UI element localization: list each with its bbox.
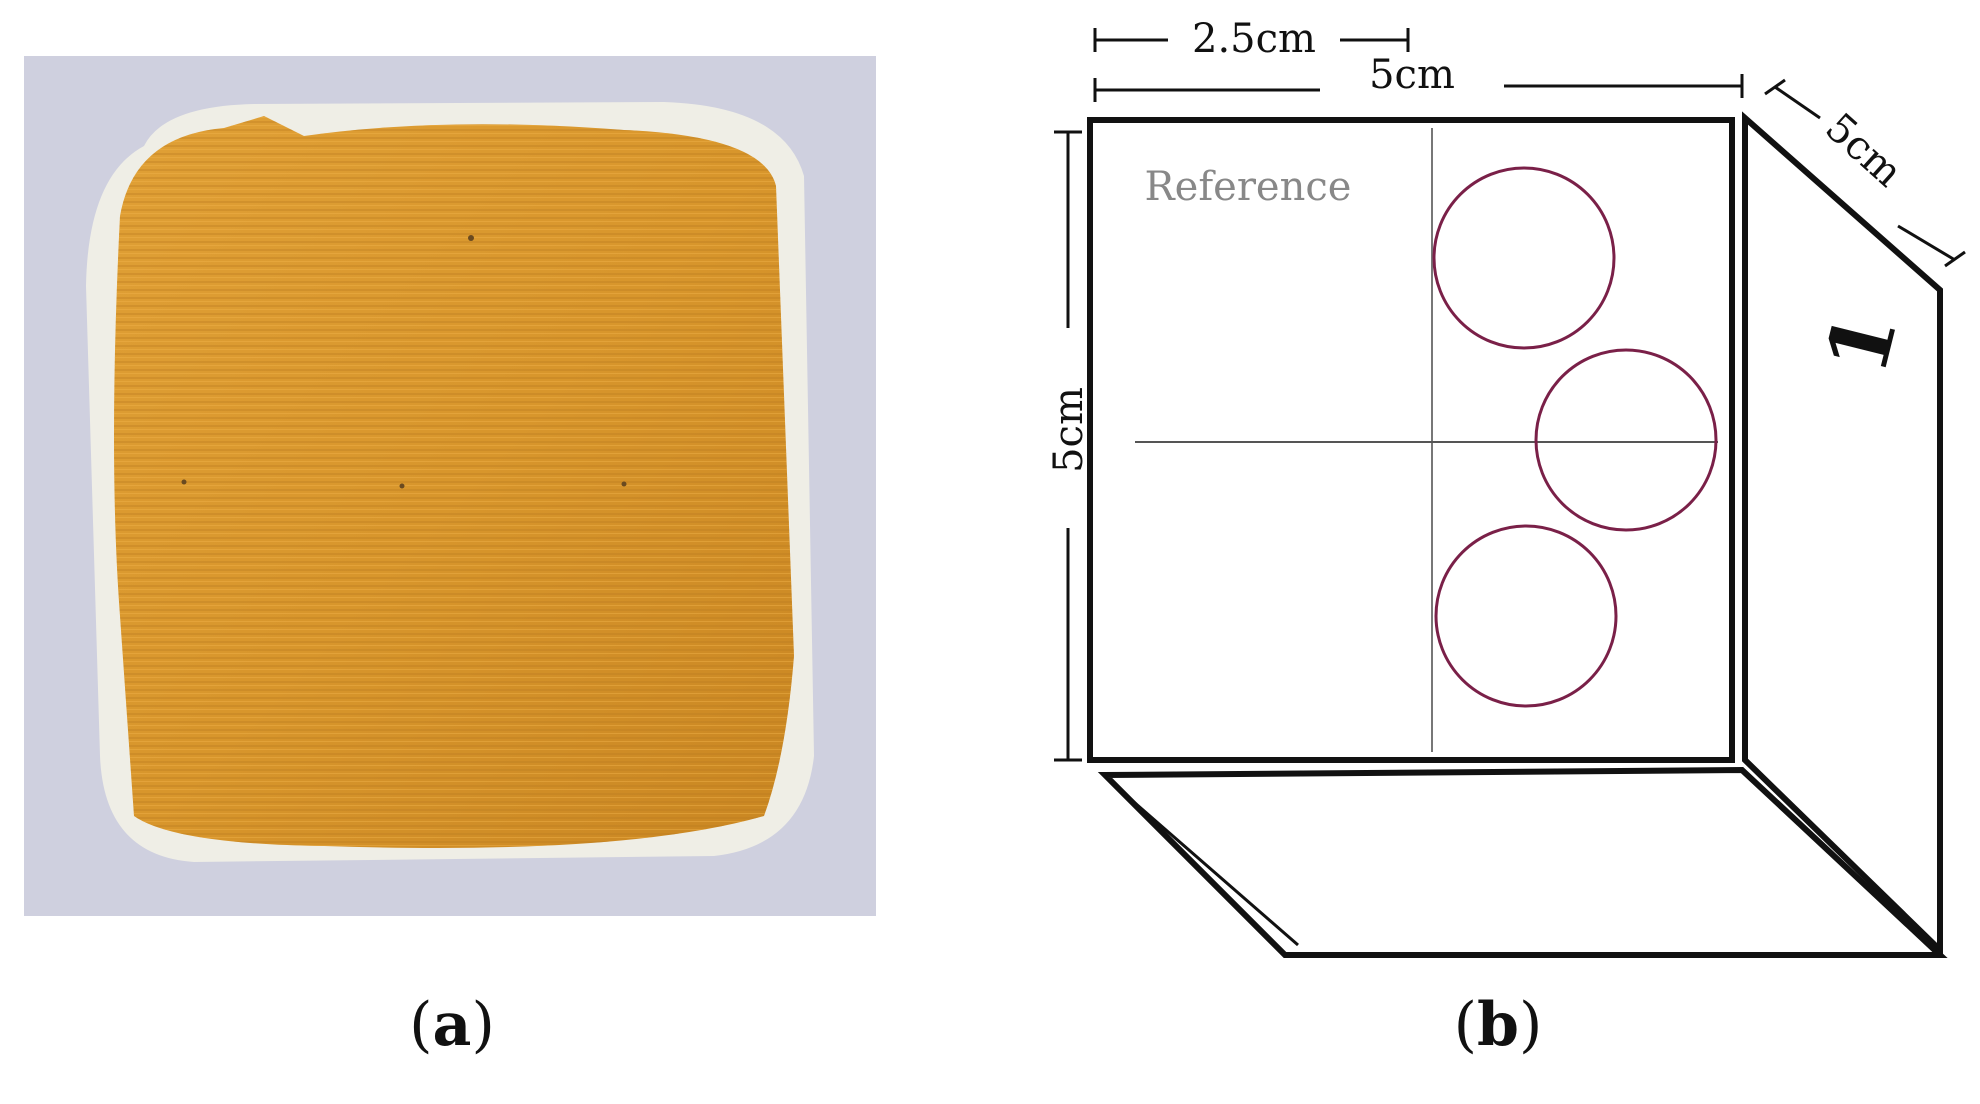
surface-speck [181,479,187,485]
dim-line-half-width [1093,28,1410,52]
surface-speck [399,483,405,489]
dim-label-depth: 5cm [1816,105,1911,197]
caption-b: (b) [1398,990,1598,1060]
dim-line-width [1093,74,1744,102]
caption-b-letter: b [1477,990,1519,1060]
surface-speck [468,235,474,241]
dim-label-height: 5cm [1046,387,1092,473]
dim-line-height [1054,130,1082,762]
specimen-photo [24,56,876,916]
surface-speck [621,481,627,487]
measurement-circle-middle [1534,348,1718,532]
cube-schematic-svg: 2.5cm 5cm 5cm 5cm Refere [1046,16,1966,958]
cube-bottom-edge [1119,788,1299,947]
measurement-circle-bottom [1434,524,1618,708]
dim-line-depth [1764,78,1966,268]
measurement-circle-top [1432,166,1616,350]
dim-label-half-width: 2.5cm [1192,16,1316,62]
coating-texture [114,116,794,848]
dim-label-width: 5cm [1369,52,1455,98]
caption-a-close: ) [471,990,495,1060]
reference-label: Reference [1145,164,1352,210]
caption-a-open: ( [409,990,433,1060]
caption-b-close: ) [1518,990,1543,1060]
cube-front-face [1087,117,1735,763]
specimen-photo-svg [24,56,876,916]
cube-side-edge [1759,128,1926,278]
caption-b-open: ( [1453,990,1478,1060]
cube-schematic: 2.5cm 5cm 5cm 5cm Refere [1020,0,1980,980]
caption-a-letter: a [432,990,472,1060]
caption-a: (a) [352,990,552,1060]
cube-bottom-face [1097,766,1948,958]
